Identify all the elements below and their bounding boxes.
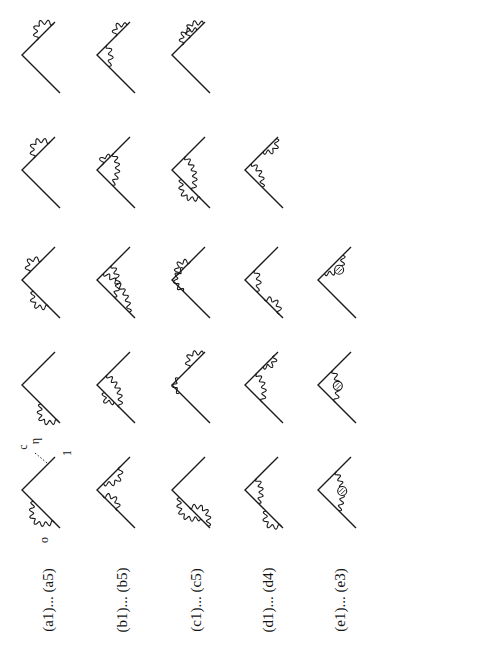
photon-line xyxy=(179,180,201,202)
photon-line xyxy=(189,504,211,526)
photon-line xyxy=(30,139,50,159)
point-label: o xyxy=(38,537,50,543)
photon-line xyxy=(104,273,132,312)
point-label: 1 xyxy=(61,450,73,456)
photon-line xyxy=(37,404,58,425)
feynman-diagram xyxy=(245,137,283,208)
photon-line xyxy=(25,257,41,273)
feynman-diagram xyxy=(22,137,60,208)
feynman-diagram xyxy=(172,351,210,423)
blob-hatch xyxy=(339,488,345,494)
photon-line xyxy=(264,297,281,314)
feynman-diagram xyxy=(245,352,283,423)
fermion-lines xyxy=(172,352,210,423)
figure-range-label: (d1)... (d4) xyxy=(261,568,276,633)
feynman-diagram xyxy=(22,457,60,528)
photon-line xyxy=(112,154,119,186)
photon-line xyxy=(263,355,277,369)
fermion-lines xyxy=(97,457,135,528)
blob-hatch xyxy=(336,267,342,273)
fermion-lines xyxy=(318,352,356,423)
feynman-diagram xyxy=(22,247,60,318)
feynman-diagram xyxy=(172,457,211,528)
fermion-lines xyxy=(22,22,60,93)
photon-line xyxy=(106,45,113,66)
photon-line xyxy=(33,20,53,40)
fermion-lines xyxy=(245,457,283,528)
feynman-diagram xyxy=(22,20,60,93)
photon-line xyxy=(263,139,279,155)
photon-line xyxy=(185,157,198,191)
point-label: c xyxy=(17,444,29,449)
fermion-lines xyxy=(172,137,210,208)
feynman-diagram xyxy=(97,137,135,208)
photon-line xyxy=(263,511,281,529)
photon-line xyxy=(172,378,180,394)
point-label: η xyxy=(29,438,41,444)
dotted-pointer xyxy=(35,453,47,463)
fermion-lines xyxy=(172,247,210,318)
fermion-lines xyxy=(97,137,135,208)
photon-line xyxy=(179,28,196,45)
feynman-diagram xyxy=(318,247,356,318)
fermion-lines xyxy=(172,457,210,528)
loop-blob xyxy=(338,487,347,496)
photon-line xyxy=(31,291,49,309)
fermion-lines xyxy=(172,22,210,93)
feynman-diagram xyxy=(172,137,210,208)
feynman-diagram xyxy=(318,457,356,528)
feynman-diagram xyxy=(22,352,60,425)
feynman-diagram xyxy=(245,457,283,529)
fermion-lines xyxy=(245,137,283,208)
loop-blob xyxy=(333,381,342,390)
photon-line xyxy=(325,255,345,275)
photon-line xyxy=(254,270,261,291)
fermion-lines xyxy=(318,247,356,318)
photon-line xyxy=(104,467,123,486)
fermion-lines xyxy=(22,352,60,423)
figure-range-label: (e1)... (e3) xyxy=(333,568,348,631)
figure-range-label: (c1)... (c5) xyxy=(189,568,204,631)
fermion-lines xyxy=(97,352,135,423)
photon-line xyxy=(251,163,264,187)
photon-line xyxy=(112,23,126,37)
fermion-lines xyxy=(245,247,283,318)
fermion-lines xyxy=(97,247,135,318)
feynman-diagram xyxy=(318,352,356,423)
photon-line xyxy=(103,494,120,511)
photon-line xyxy=(107,375,123,408)
photon-line xyxy=(186,351,204,369)
blob-hatch xyxy=(335,383,341,389)
feynman-diagram xyxy=(97,247,135,318)
fermion-lines xyxy=(22,247,60,318)
figure-range-label: (a1)... (a5) xyxy=(41,568,56,631)
photon-line xyxy=(177,498,201,522)
photon-line xyxy=(102,393,114,405)
photon-line xyxy=(100,154,111,165)
loop-blob xyxy=(335,265,344,274)
fermion-lines xyxy=(97,22,135,93)
feynman-diagram xyxy=(245,247,283,318)
photon-line xyxy=(174,259,190,275)
feynman-diagram xyxy=(97,352,135,423)
fermion-lines xyxy=(22,137,60,208)
feynman-diagram xyxy=(97,22,135,93)
fermion-lines xyxy=(22,457,60,528)
photon-line xyxy=(186,21,204,39)
photon-line xyxy=(256,478,264,503)
fermion-lines xyxy=(245,352,283,423)
feynman-diagram xyxy=(172,247,210,318)
photon-line xyxy=(256,373,266,402)
fermion-lines xyxy=(318,457,356,528)
feynman-diagram xyxy=(172,21,210,93)
figure-range-label: (b1)... (b5) xyxy=(115,568,130,633)
feynman-diagram xyxy=(97,457,135,528)
photon-line xyxy=(29,501,54,526)
